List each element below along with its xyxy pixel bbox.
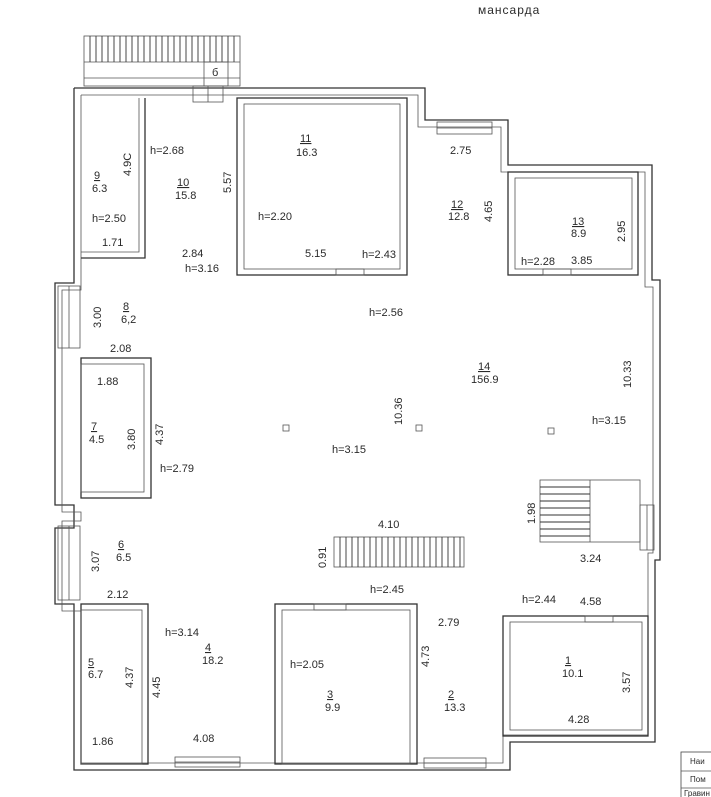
interior-walls bbox=[80, 97, 649, 765]
dimension-label: 4.28 bbox=[568, 714, 589, 726]
room-5-area: 6.7 bbox=[88, 669, 103, 681]
height-label: h=2.05 bbox=[290, 659, 324, 671]
room-5-number: 5 bbox=[88, 657, 94, 669]
room-3-area: 9.9 bbox=[325, 702, 340, 714]
dimension-labels-vertical: 4.9С 5.57 4.65 2.95 3.00 3.80 4.37 10.36… bbox=[90, 153, 634, 698]
mark-b: б bbox=[212, 67, 218, 79]
dimension-label: 4.37 bbox=[154, 424, 166, 445]
room-9-number: 9 bbox=[94, 170, 100, 182]
dimension-label: 1.98 bbox=[526, 503, 538, 524]
title-block-stamp: Наи Пом Гравин bbox=[680, 751, 711, 797]
dimension-label: 3.80 bbox=[126, 429, 138, 450]
dimension-label: 4.08 bbox=[193, 733, 214, 745]
room-1-area: 10.1 bbox=[562, 668, 583, 680]
dimension-label: 3.24 bbox=[580, 553, 601, 565]
dimension-label: 4.73 bbox=[420, 646, 432, 667]
plan-title: мансарда bbox=[478, 3, 540, 17]
height-label: h=2.56 bbox=[369, 307, 403, 319]
room-1-number: 1 bbox=[565, 655, 571, 667]
room-12-area: 12.8 bbox=[448, 211, 469, 223]
dimension-labels-horizontal: 1.71 2.84 5.15 2.75 3.85 2.08 1.88 4.10 … bbox=[92, 145, 601, 748]
dimension-label: 4.9С bbox=[122, 153, 134, 176]
room-3-number: 3 bbox=[327, 689, 333, 701]
dimension-label: 2.08 bbox=[110, 343, 131, 355]
dimension-label: 0.91 bbox=[317, 547, 329, 568]
room-4-number: 4 bbox=[205, 642, 211, 654]
room-9-area: 6.3 bbox=[92, 183, 107, 195]
columns bbox=[282, 424, 555, 435]
room-11-number: 11 bbox=[300, 133, 311, 145]
height-labels: h=2.68 h=2.50 h=2.20 h=2.43 h=3.16 h=2.2… bbox=[92, 145, 626, 671]
room-11-area: 16.3 bbox=[296, 147, 317, 159]
room-13-area: 8.9 bbox=[571, 228, 586, 240]
dimension-label: 3.57 bbox=[621, 672, 633, 693]
dimension-label: 10.36 bbox=[393, 397, 405, 425]
stamp-row-1: Наи bbox=[690, 757, 705, 766]
dimension-label: 5.57 bbox=[222, 172, 234, 193]
dimension-label: 3.07 bbox=[90, 551, 102, 572]
room-7-number: 7 bbox=[91, 421, 97, 433]
staircase-center bbox=[333, 536, 465, 568]
dimension-label: 4.45 bbox=[151, 677, 163, 698]
dimension-label: 2.95 bbox=[616, 221, 628, 242]
dimension-label: 5.15 bbox=[305, 248, 326, 260]
height-label: h=2.44 bbox=[522, 594, 556, 606]
height-label: h=2.68 bbox=[150, 145, 184, 157]
dimension-label: 2.12 bbox=[107, 589, 128, 601]
room-8-number: 8 bbox=[123, 301, 129, 313]
height-label: h=2.50 bbox=[92, 213, 126, 225]
dimension-label: 1.86 bbox=[92, 736, 113, 748]
top-terrace: б bbox=[83, 35, 241, 87]
dimension-label: 3.85 bbox=[571, 255, 592, 267]
height-label: h=2.79 bbox=[160, 463, 194, 475]
room-2-area: 13.3 bbox=[444, 702, 465, 714]
room-6-number: 6 bbox=[118, 539, 124, 551]
height-label: h=3.15 bbox=[332, 444, 366, 456]
room-8-area: 6,2 bbox=[121, 314, 136, 326]
dimension-label: 2.84 bbox=[182, 248, 203, 260]
height-label: h=3.14 bbox=[165, 627, 199, 639]
room-14-area: 156.9 bbox=[471, 374, 499, 386]
dimension-label: 4.58 bbox=[580, 596, 601, 608]
room-14-number: 14 bbox=[478, 361, 490, 373]
room-10-area: 15.8 bbox=[175, 190, 196, 202]
stamp-row-2: Пом bbox=[690, 775, 706, 784]
room-12-number: 12 bbox=[451, 199, 463, 211]
room-6-area: 6.5 bbox=[116, 552, 131, 564]
dimension-label: 4.37 bbox=[124, 667, 136, 688]
stamp-row-3: Гравин bbox=[684, 789, 710, 797]
dimension-label: 1.71 bbox=[102, 237, 123, 249]
staircase-right bbox=[539, 479, 641, 543]
dimension-label: 4.65 bbox=[483, 201, 495, 222]
room-10-number: 10 bbox=[177, 177, 189, 189]
room-13-number: 13 bbox=[572, 216, 584, 228]
room-4-area: 18.2 bbox=[202, 655, 223, 667]
dimension-label: 1.88 bbox=[97, 376, 118, 388]
dimension-label: 4.10 bbox=[378, 519, 399, 531]
dimension-label: 10.33 bbox=[622, 360, 634, 388]
height-label: h=2.45 bbox=[370, 584, 404, 596]
height-label: h=2.20 bbox=[258, 211, 292, 223]
height-label: h=3.16 bbox=[185, 263, 219, 275]
height-label: h=2.28 bbox=[521, 256, 555, 268]
height-label: h=3.15 bbox=[592, 415, 626, 427]
room-labels: 11 16.3 10 15.8 9 6.3 12 12.8 13 8.9 8 6… bbox=[88, 133, 586, 714]
height-label: h=2.43 bbox=[362, 249, 396, 261]
dimension-label: 3.00 bbox=[92, 307, 104, 328]
dimension-label: 2.75 bbox=[450, 145, 471, 157]
room-2-number: 2 bbox=[448, 689, 454, 701]
room-7-area: 4.5 bbox=[89, 434, 104, 446]
dimension-label: 2.79 bbox=[438, 617, 459, 629]
